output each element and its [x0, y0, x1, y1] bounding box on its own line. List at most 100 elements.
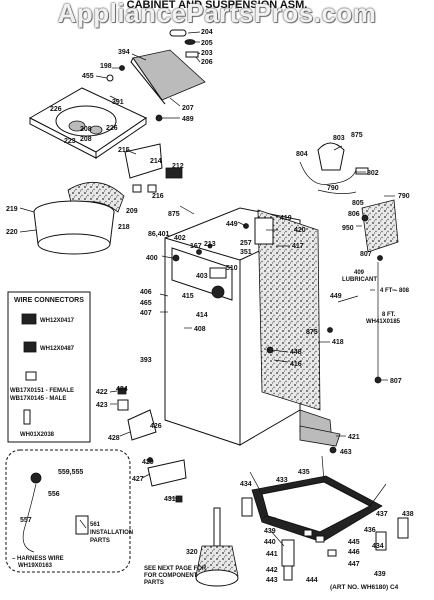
connector-part-number: WH01X2038: [20, 432, 55, 438]
connector-3: [25, 371, 37, 381]
bracket-part-3: [397, 517, 409, 539]
callout: 212: [172, 163, 184, 170]
callout: 424: [116, 386, 128, 393]
motor-bracket: [209, 267, 227, 279]
callout: 489: [182, 116, 194, 123]
callout: 208: [80, 136, 92, 143]
suspension-rod-2: [321, 455, 325, 483]
leader: [337, 295, 359, 303]
leader: [95, 75, 108, 79]
callout: 418: [332, 339, 344, 346]
callout: 559,555: [58, 469, 83, 476]
leader: [141, 473, 151, 479]
shock-mount: [283, 565, 293, 581]
callout-numbers: 204 205 203 206 394 198 455 391 226 226 …: [6, 29, 414, 584]
notes: WIRE CONNECTORS WH12X0417 WH12X0487 WB17…: [10, 270, 410, 586]
callout: 445: [348, 539, 360, 546]
wire-connectors-panel: [7, 291, 91, 443]
callout: 226: [106, 125, 118, 132]
callout: 433: [276, 477, 288, 484]
callout: 428: [108, 435, 120, 442]
callout: 439: [264, 528, 276, 535]
hardware: [117, 167, 369, 503]
callout: 257: [240, 240, 252, 247]
callout: 226: [50, 106, 62, 113]
suspension-mount: [211, 285, 225, 299]
callout: 807: [390, 378, 402, 385]
callout: 214: [150, 158, 162, 165]
leader: [179, 205, 195, 215]
callout: 402: [174, 235, 186, 242]
hose-clamp-2: [355, 167, 369, 175]
callout: 427: [132, 476, 144, 483]
screw-part-2: [175, 495, 183, 503]
lid-clip-part: [185, 51, 199, 58]
leader: [197, 52, 201, 55]
top-panel-side-edge: [95, 117, 147, 159]
leader: [119, 431, 131, 437]
callout: 167: [190, 243, 202, 250]
lubricant-number: 409: [354, 270, 365, 276]
callout: 86,401: [148, 231, 170, 238]
callout: 426: [150, 423, 162, 430]
lid-switch: [165, 167, 183, 179]
drive-shaft: [213, 507, 221, 547]
switch-bracket-assembly: [124, 143, 183, 193]
callout: 407: [140, 310, 152, 317]
leader: [109, 95, 119, 101]
callout: 790: [327, 185, 339, 192]
leader: [109, 390, 118, 393]
callout: 204: [201, 29, 213, 36]
callout: 463: [340, 449, 352, 456]
cabinet: [164, 207, 333, 446]
hose-length-note-2: 8 FT.: [382, 312, 396, 318]
leader: [161, 255, 173, 259]
switch-clip: [132, 184, 142, 193]
callout: 394: [118, 49, 130, 56]
inlet-hose: [317, 189, 357, 194]
base-rail: [299, 425, 341, 447]
leader: [237, 221, 247, 227]
water-valve: [361, 199, 399, 253]
callout: 875: [168, 211, 180, 218]
clip-part-2: [117, 399, 129, 411]
switch-clip-2: [147, 184, 157, 193]
leader: [269, 529, 285, 547]
installation-number: 561: [90, 522, 101, 528]
leader: [159, 293, 169, 297]
callout: 447: [348, 561, 360, 568]
leveling-leg-plate: [147, 459, 187, 487]
callout: 417: [292, 243, 304, 250]
service-panel: [254, 217, 274, 245]
callout: 393: [140, 357, 152, 364]
callout: 218: [118, 224, 130, 231]
connector-2: [23, 341, 37, 353]
leader: [19, 207, 35, 213]
callout: 807: [360, 251, 372, 258]
nut-part-7: [303, 529, 313, 537]
fill-hose: [299, 161, 357, 185]
nut-part: [172, 254, 180, 262]
callout: 431: [164, 496, 176, 503]
base-frame-inner: [261, 481, 372, 533]
callout: 435: [298, 469, 310, 476]
grommet-part: [155, 114, 163, 122]
callout: 416: [290, 361, 302, 368]
wire-connectors-heading: WIRE CONNECTORS: [14, 297, 84, 304]
callout: 205: [201, 40, 213, 47]
component-note-3: PARTS: [144, 580, 164, 586]
installation-packet: [75, 515, 89, 535]
callout: 465: [140, 300, 152, 307]
callout: 406: [140, 289, 152, 296]
callout: 414: [196, 312, 208, 319]
drive-assembly: [195, 507, 239, 587]
callout: 557: [20, 517, 32, 524]
callout: 790: [398, 193, 410, 200]
component-note-2: FOR COMPONENT: [144, 573, 198, 579]
diagram-title: CABINET AND SUSPENSION ASM.: [126, 0, 308, 11]
installation-label-2: PARTS: [90, 538, 110, 544]
connector-part-number: WH12X0487: [40, 346, 75, 352]
callout: 449: [226, 221, 238, 228]
